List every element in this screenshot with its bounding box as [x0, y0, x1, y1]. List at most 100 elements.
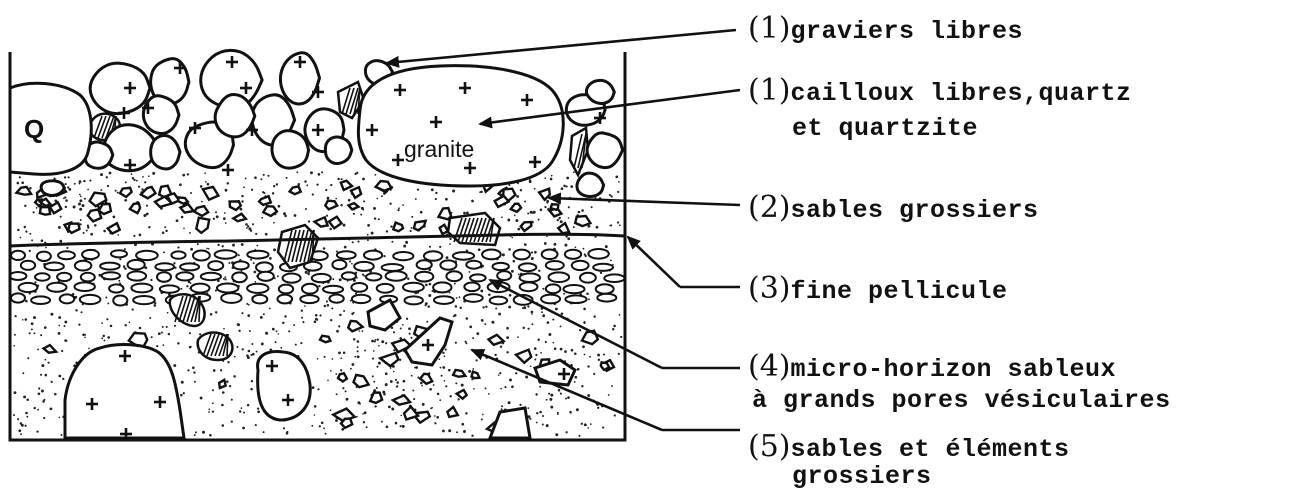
- sand-dot: [165, 230, 167, 232]
- sand-dot: [275, 341, 277, 343]
- sand-dot: [200, 397, 203, 400]
- sand-dot: [431, 188, 434, 191]
- cobble: [325, 137, 351, 164]
- label-text: sables grossiers: [791, 196, 1039, 225]
- sand-dot: [403, 380, 406, 383]
- sand-dot: [166, 326, 168, 328]
- sand-dot: [605, 245, 608, 248]
- sand-dot: [283, 212, 286, 215]
- sand-dot: [597, 354, 600, 357]
- sand-dot: [381, 195, 383, 197]
- sand-dot: [411, 216, 413, 218]
- sand-dot: [448, 429, 451, 432]
- sand-dot: [391, 408, 394, 411]
- pore-oval: [464, 283, 479, 292]
- pore-oval: [446, 271, 462, 281]
- sand-dot: [424, 304, 426, 306]
- sand-dot: [86, 229, 88, 231]
- sand-dot: [426, 321, 428, 323]
- sand-dot: [104, 340, 106, 342]
- sand-dot: [22, 372, 24, 374]
- sand-dot: [511, 385, 514, 388]
- sand-dot: [223, 278, 225, 280]
- sand-dot: [499, 372, 501, 374]
- sand-dot: [574, 381, 576, 383]
- sand-dot: [400, 415, 402, 417]
- sand-dot: [361, 330, 363, 332]
- sand-dot: [110, 325, 113, 328]
- sand-dot: [530, 211, 533, 214]
- sand-dot: [498, 374, 500, 376]
- sand-dot: [247, 356, 250, 359]
- quartz-block: [10, 83, 91, 174]
- sand-dot: [58, 316, 61, 319]
- pore-oval: [128, 271, 147, 280]
- sand-dot: [221, 404, 224, 407]
- sand-dot: [132, 308, 134, 310]
- sand-dot: [473, 388, 475, 390]
- sand-dot: [472, 368, 474, 370]
- sand-fragment: [447, 407, 457, 417]
- sand-dot: [332, 278, 334, 280]
- sand-dot: [89, 180, 91, 182]
- sand-dot: [357, 346, 359, 348]
- pore-oval: [221, 293, 241, 303]
- pore-oval: [596, 284, 614, 293]
- pore-oval: [19, 283, 38, 292]
- sand-dot: [402, 324, 404, 326]
- sand-dot: [227, 361, 229, 363]
- sand-dot: [466, 317, 469, 320]
- sand-dot: [202, 431, 205, 434]
- sand-dot: [511, 270, 514, 273]
- pore-oval: [337, 251, 356, 259]
- sand-dot: [194, 381, 196, 383]
- sand-dot: [500, 346, 502, 348]
- sand-dot: [87, 226, 89, 228]
- sand-dot: [617, 221, 619, 223]
- pore-oval: [208, 261, 223, 270]
- sand-dot: [608, 394, 610, 396]
- sand-dot: [454, 314, 457, 317]
- sand-dot: [529, 179, 531, 181]
- sand-dot: [555, 433, 558, 436]
- sand-dot: [33, 332, 35, 334]
- sand-dot: [310, 171, 313, 174]
- sand-dot: [502, 253, 505, 256]
- sand-dot: [21, 181, 24, 184]
- sand-dot: [233, 375, 236, 378]
- sand-dot: [183, 392, 185, 394]
- sand-dot: [37, 409, 39, 411]
- sand-dot: [478, 248, 481, 251]
- pore-oval: [180, 263, 199, 270]
- pore-oval: [323, 286, 343, 293]
- sand-dot: [544, 206, 546, 208]
- leader-1-graviers: [387, 30, 736, 63]
- sand-dot: [103, 230, 106, 233]
- sand-dot: [513, 260, 516, 263]
- sand-fragment: [341, 419, 352, 428]
- sand-dot: [339, 314, 342, 317]
- sand-dot: [413, 398, 415, 400]
- pore-oval: [588, 249, 608, 259]
- sand-dot: [506, 351, 508, 353]
- sand-dot: [531, 311, 534, 314]
- sand-dot: [261, 342, 264, 345]
- sand-dot: [308, 220, 310, 222]
- sand-dot: [189, 346, 192, 349]
- sand-dot: [213, 218, 215, 220]
- sand-dot: [381, 421, 383, 423]
- sand-dot: [136, 180, 138, 182]
- sand-dot: [306, 184, 308, 186]
- sand-dot: [43, 417, 45, 419]
- pore-oval: [415, 272, 433, 282]
- sand-dot: [146, 205, 148, 207]
- sand-dot: [278, 333, 280, 335]
- sand-dot: [58, 417, 60, 419]
- sand-dot: [330, 319, 332, 321]
- sand-fragment: [338, 373, 347, 381]
- sand-dot: [442, 430, 445, 433]
- sand-fragment: [558, 223, 569, 233]
- pore-oval: [215, 250, 237, 258]
- sand-dot: [229, 385, 231, 387]
- sand-dot: [142, 176, 144, 178]
